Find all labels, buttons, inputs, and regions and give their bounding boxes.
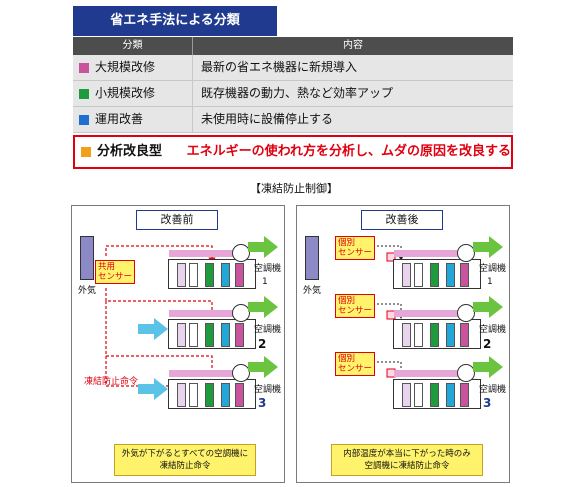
fan-icon — [232, 364, 250, 382]
individual-sensor: 個別センサー — [335, 352, 376, 376]
table-row: 小規模改修 既存機器の動力、熱など効率アップ — [73, 81, 513, 107]
category-label: 分析改良型 — [97, 144, 163, 159]
table-header: 分類 内容 — [73, 37, 513, 55]
individual-sensor: 個別センサー — [335, 236, 376, 260]
duct — [169, 250, 239, 257]
unit-label: 空調機 — [254, 325, 282, 335]
air-handling-unit-1 — [393, 259, 481, 289]
shared-sensor: 共用センサー — [95, 260, 136, 284]
outdoor-air-intake — [80, 236, 94, 280]
unit-number: 3 — [258, 396, 267, 410]
content-text: 未使用時に設備停止する — [192, 107, 513, 132]
outdoor-label: 外気 — [78, 286, 97, 296]
intake-arrow-icon — [138, 318, 168, 340]
individual-sensor: 個別センサー — [335, 294, 376, 318]
diagram-title: 【凍結防止制御】 — [250, 182, 338, 195]
header-category: 分類 — [122, 40, 143, 51]
after-panel: 改善後 外気 個別センサー 個別センサー 個別センサー 空調機 1 — [296, 205, 510, 483]
fan-icon — [232, 304, 250, 322]
category-label: 小規模改修 — [95, 86, 156, 100]
air-handling-unit-2 — [168, 319, 256, 349]
unit-number: 2 — [258, 337, 267, 351]
unit-label: 空調機 — [254, 264, 282, 274]
table-row: 運用改善 未使用時に設備停止する — [73, 107, 513, 133]
duct — [394, 370, 464, 377]
supply-air-arrow-icon — [248, 356, 278, 378]
duct — [169, 370, 239, 377]
unit-number: 2 — [483, 337, 492, 351]
category-color-marker — [79, 62, 89, 73]
fan-icon — [457, 364, 475, 382]
unit-number: 3 — [483, 396, 492, 410]
category-color-marker — [79, 88, 89, 99]
content-text: エネルギーの使われ方を分析し、ムダの原因を改良する — [186, 144, 511, 159]
category-color-marker — [79, 114, 89, 125]
freeze-protection-command: 凍結防止命令 — [84, 377, 139, 387]
table-row-highlighted: 分析改良型 エネルギーの使われ方を分析し、ムダの原因を改良する — [73, 135, 513, 169]
classification-table: 分類 内容 大規模改修 最新の省エネ機器に新規導入 小規模改修 既存機器の動力、… — [73, 37, 513, 169]
before-caption: 外気が下がるとすべての空調機に凍結防止命令 — [114, 444, 256, 476]
before-panel: 改善前 外気 共用センサー 凍結防止命令 空調機 1 — [71, 205, 285, 483]
air-handling-unit-1 — [168, 259, 256, 289]
intake-arrow-icon — [138, 378, 168, 400]
fan-icon — [232, 244, 250, 262]
supply-air-arrow-icon — [473, 356, 503, 378]
unit-number: 1 — [262, 277, 268, 287]
content-text: 最新の省エネ機器に新規導入 — [192, 55, 513, 80]
content-text: 既存機器の動力、熱など効率アップ — [192, 81, 513, 106]
unit-label: 空調機 — [479, 264, 507, 274]
air-handling-unit-3 — [393, 379, 481, 409]
header-content: 内容 — [192, 37, 513, 55]
before-panel-title: 改善前 — [136, 210, 218, 230]
supply-air-arrow-icon — [248, 296, 278, 318]
outdoor-air-intake — [305, 236, 319, 280]
supply-air-arrow-icon — [473, 296, 503, 318]
after-panel-title: 改善後 — [361, 210, 443, 230]
duct — [169, 310, 239, 317]
after-caption: 内部温度が本当に下がった時のみ空調機に凍結防止命令 — [331, 444, 483, 476]
category-label: 運用改善 — [95, 112, 144, 126]
table-title: 省エネ手法による分類 — [73, 6, 277, 36]
fan-icon — [457, 304, 475, 322]
fan-icon — [457, 244, 475, 262]
duct — [394, 250, 464, 257]
category-color-marker — [81, 147, 91, 157]
table-row: 大規模改修 最新の省エネ機器に新規導入 — [73, 55, 513, 81]
duct — [394, 310, 464, 317]
air-handling-unit-3 — [168, 379, 256, 409]
unit-number: 1 — [487, 277, 493, 287]
supply-air-arrow-icon — [248, 236, 278, 258]
unit-label: 空調機 — [479, 385, 507, 395]
category-label: 大規模改修 — [95, 60, 156, 74]
supply-air-arrow-icon — [473, 236, 503, 258]
outdoor-label: 外気 — [303, 286, 322, 296]
unit-label: 空調機 — [254, 385, 282, 395]
unit-label: 空調機 — [479, 325, 507, 335]
air-handling-unit-2 — [393, 319, 481, 349]
